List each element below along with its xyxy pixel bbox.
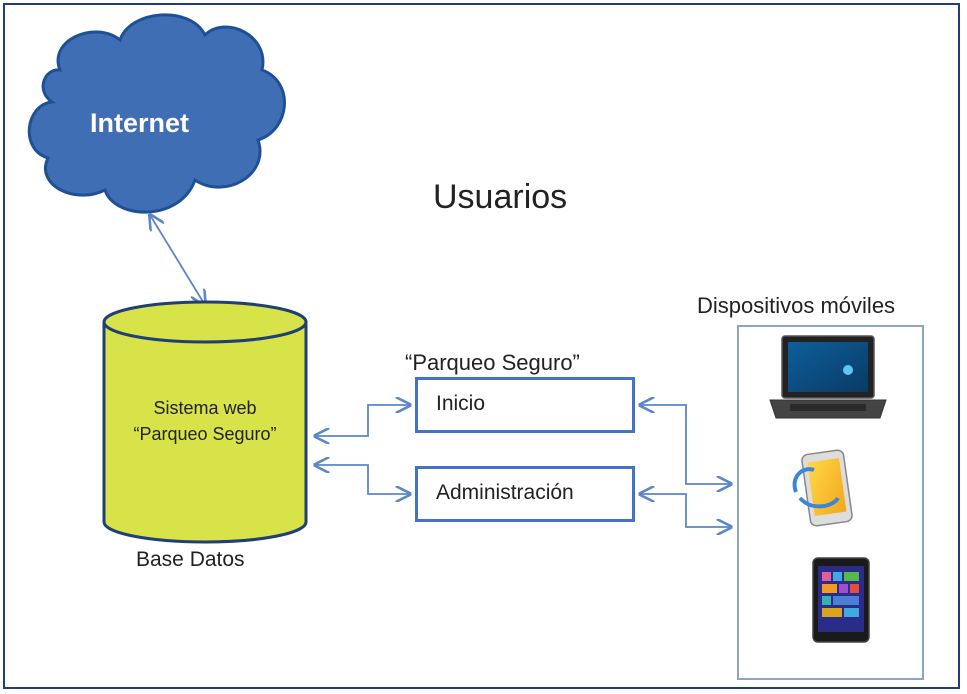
module-box-inicio: Inicio bbox=[415, 377, 635, 433]
module-box-administracion: Administración bbox=[415, 466, 635, 522]
db-inicio-connector bbox=[315, 405, 410, 436]
database-caption: Base Datos bbox=[136, 548, 245, 571]
devices-title: Dispositivos móviles bbox=[697, 293, 896, 318]
database-label-line2: “Parqueo Seguro” bbox=[133, 424, 277, 444]
admin-devices-connector bbox=[640, 494, 731, 527]
internet-cloud-icon bbox=[27, 13, 286, 214]
users-label: Usuarios bbox=[433, 178, 568, 216]
database-cylinder-icon bbox=[102, 300, 308, 544]
smartphone-icon bbox=[792, 449, 853, 527]
system-title: “Parqueo Seguro” bbox=[405, 350, 580, 375]
module-label-inicio: Inicio bbox=[436, 392, 486, 415]
database-label-line1: Sistema web bbox=[153, 398, 257, 418]
db-admin-connector bbox=[315, 465, 410, 494]
laptop-icon bbox=[769, 335, 887, 419]
internet-db-arrow bbox=[150, 215, 205, 305]
internet-label: Internet bbox=[90, 108, 190, 138]
module-label-administracion: Administración bbox=[436, 481, 574, 504]
inicio-devices-connector bbox=[640, 405, 731, 484]
tablet-icon bbox=[812, 557, 870, 643]
